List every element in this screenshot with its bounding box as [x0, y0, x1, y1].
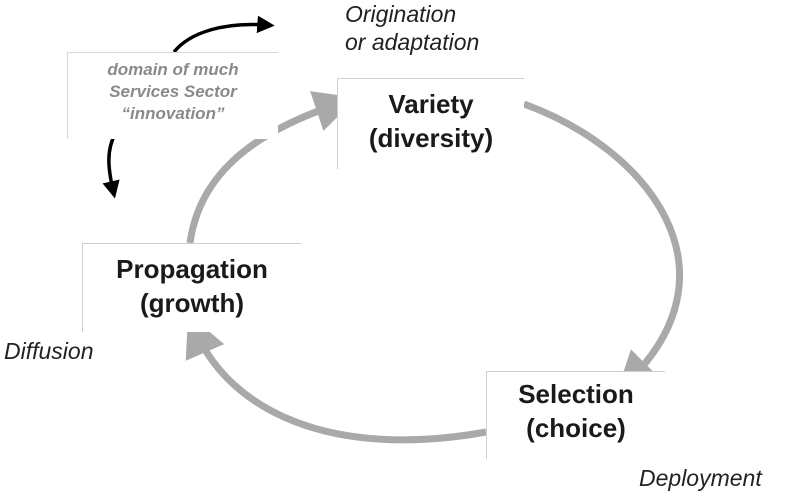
arrow-selection-to-propagation	[185, 314, 487, 444]
arrow-propagation-to-variety	[186, 91, 357, 244]
services-sector-note: domain of much Services Sector “innovati…	[67, 52, 278, 139]
note-line-3: “innovation”	[121, 104, 225, 123]
stage-variety: Variety (diversity)	[337, 78, 524, 169]
stage-selection-subtitle: (choice)	[526, 413, 626, 443]
phase-origination-line-1: Origination	[345, 1, 457, 27]
note-line-2: Services Sector	[109, 82, 237, 101]
phase-diffusion-label: Diffusion	[4, 338, 94, 364]
stage-propagation-title: Propagation	[116, 254, 268, 284]
note-line-1: domain of much	[107, 60, 239, 79]
stage-variety-title: Variety	[388, 89, 474, 119]
stage-selection: Selection (choice)	[486, 371, 665, 459]
note-arrow-down	[102, 131, 120, 199]
stage-propagation-subtitle: (growth)	[140, 288, 244, 318]
arrow-variety-to-selection	[522, 100, 683, 394]
stage-variety-subtitle: (diversity)	[368, 123, 494, 153]
phase-deployment-label: Deployment	[639, 465, 762, 491]
note-arrow-up	[172, 15, 275, 54]
phase-origination-label: Origination or adaptation	[345, 0, 479, 56]
phase-origination-line-2: or adaptation	[345, 29, 480, 55]
stage-selection-title: Selection	[518, 379, 634, 409]
stage-propagation: Propagation (growth)	[82, 243, 301, 332]
